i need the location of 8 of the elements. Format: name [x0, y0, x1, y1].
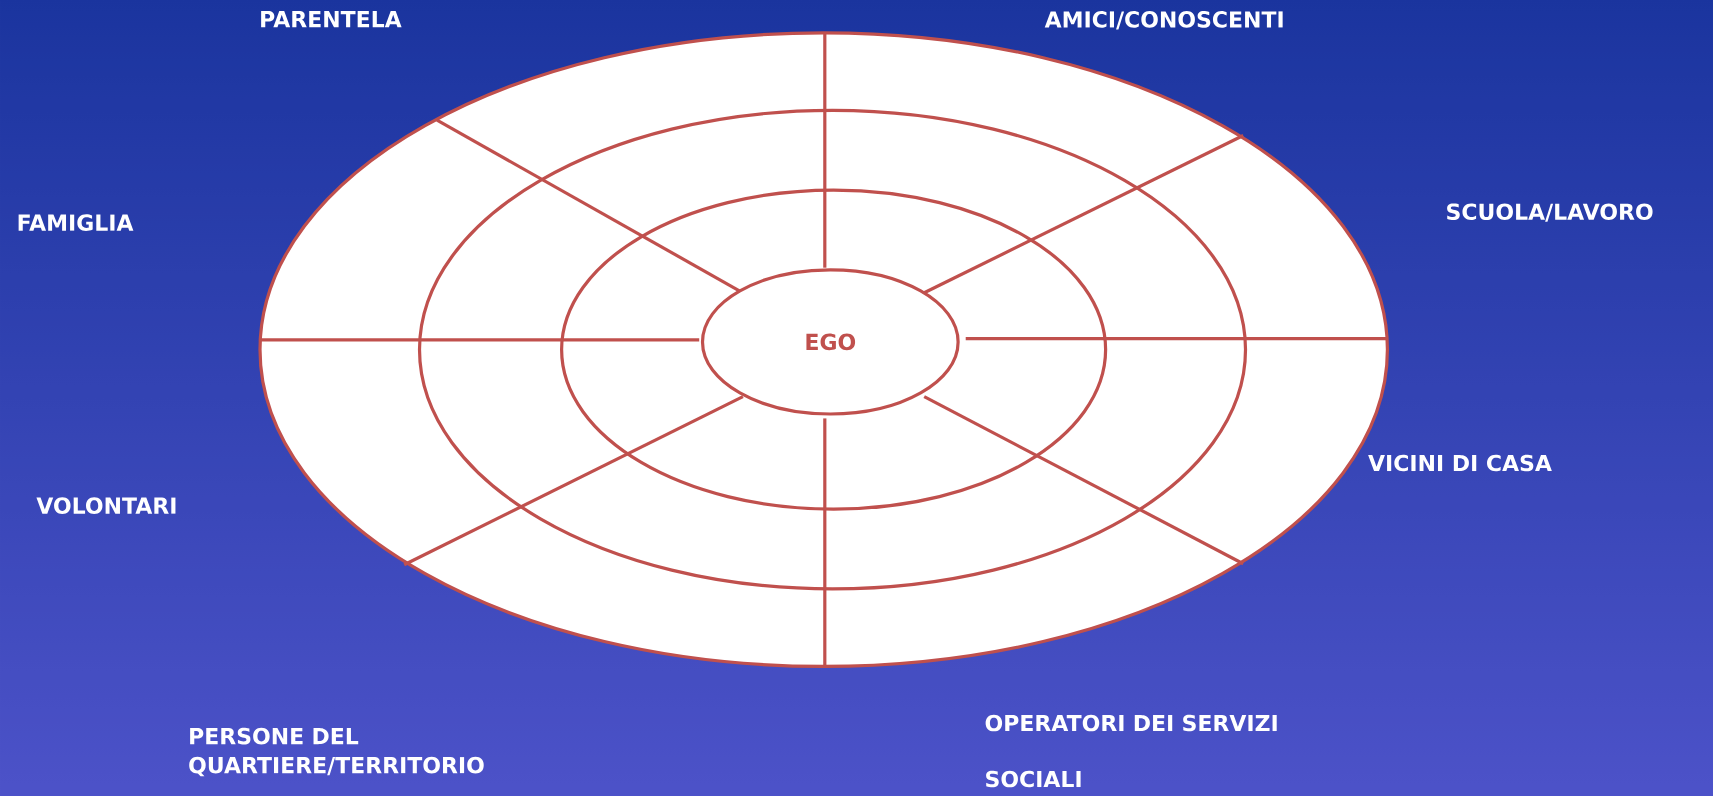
category-label: AMICI/CONOSCENTI: [1044, 11, 1283, 30]
category-label: VICINI DI CASA: [1368, 454, 1552, 472]
category-label: SCUOLA/LAVORO: [1447, 203, 1653, 222]
category-label: PARENTELA: [261, 11, 402, 28]
category-label: PERSONE DEL QUARTIERE/TERRITORIO: [189, 727, 484, 777]
category-label: OPERATORI DEI SERVIZI SOCIALI: [985, 714, 1277, 788]
category-label: VOLONTARI: [36, 497, 176, 514]
category-label: FAMIGLIA: [18, 214, 134, 231]
